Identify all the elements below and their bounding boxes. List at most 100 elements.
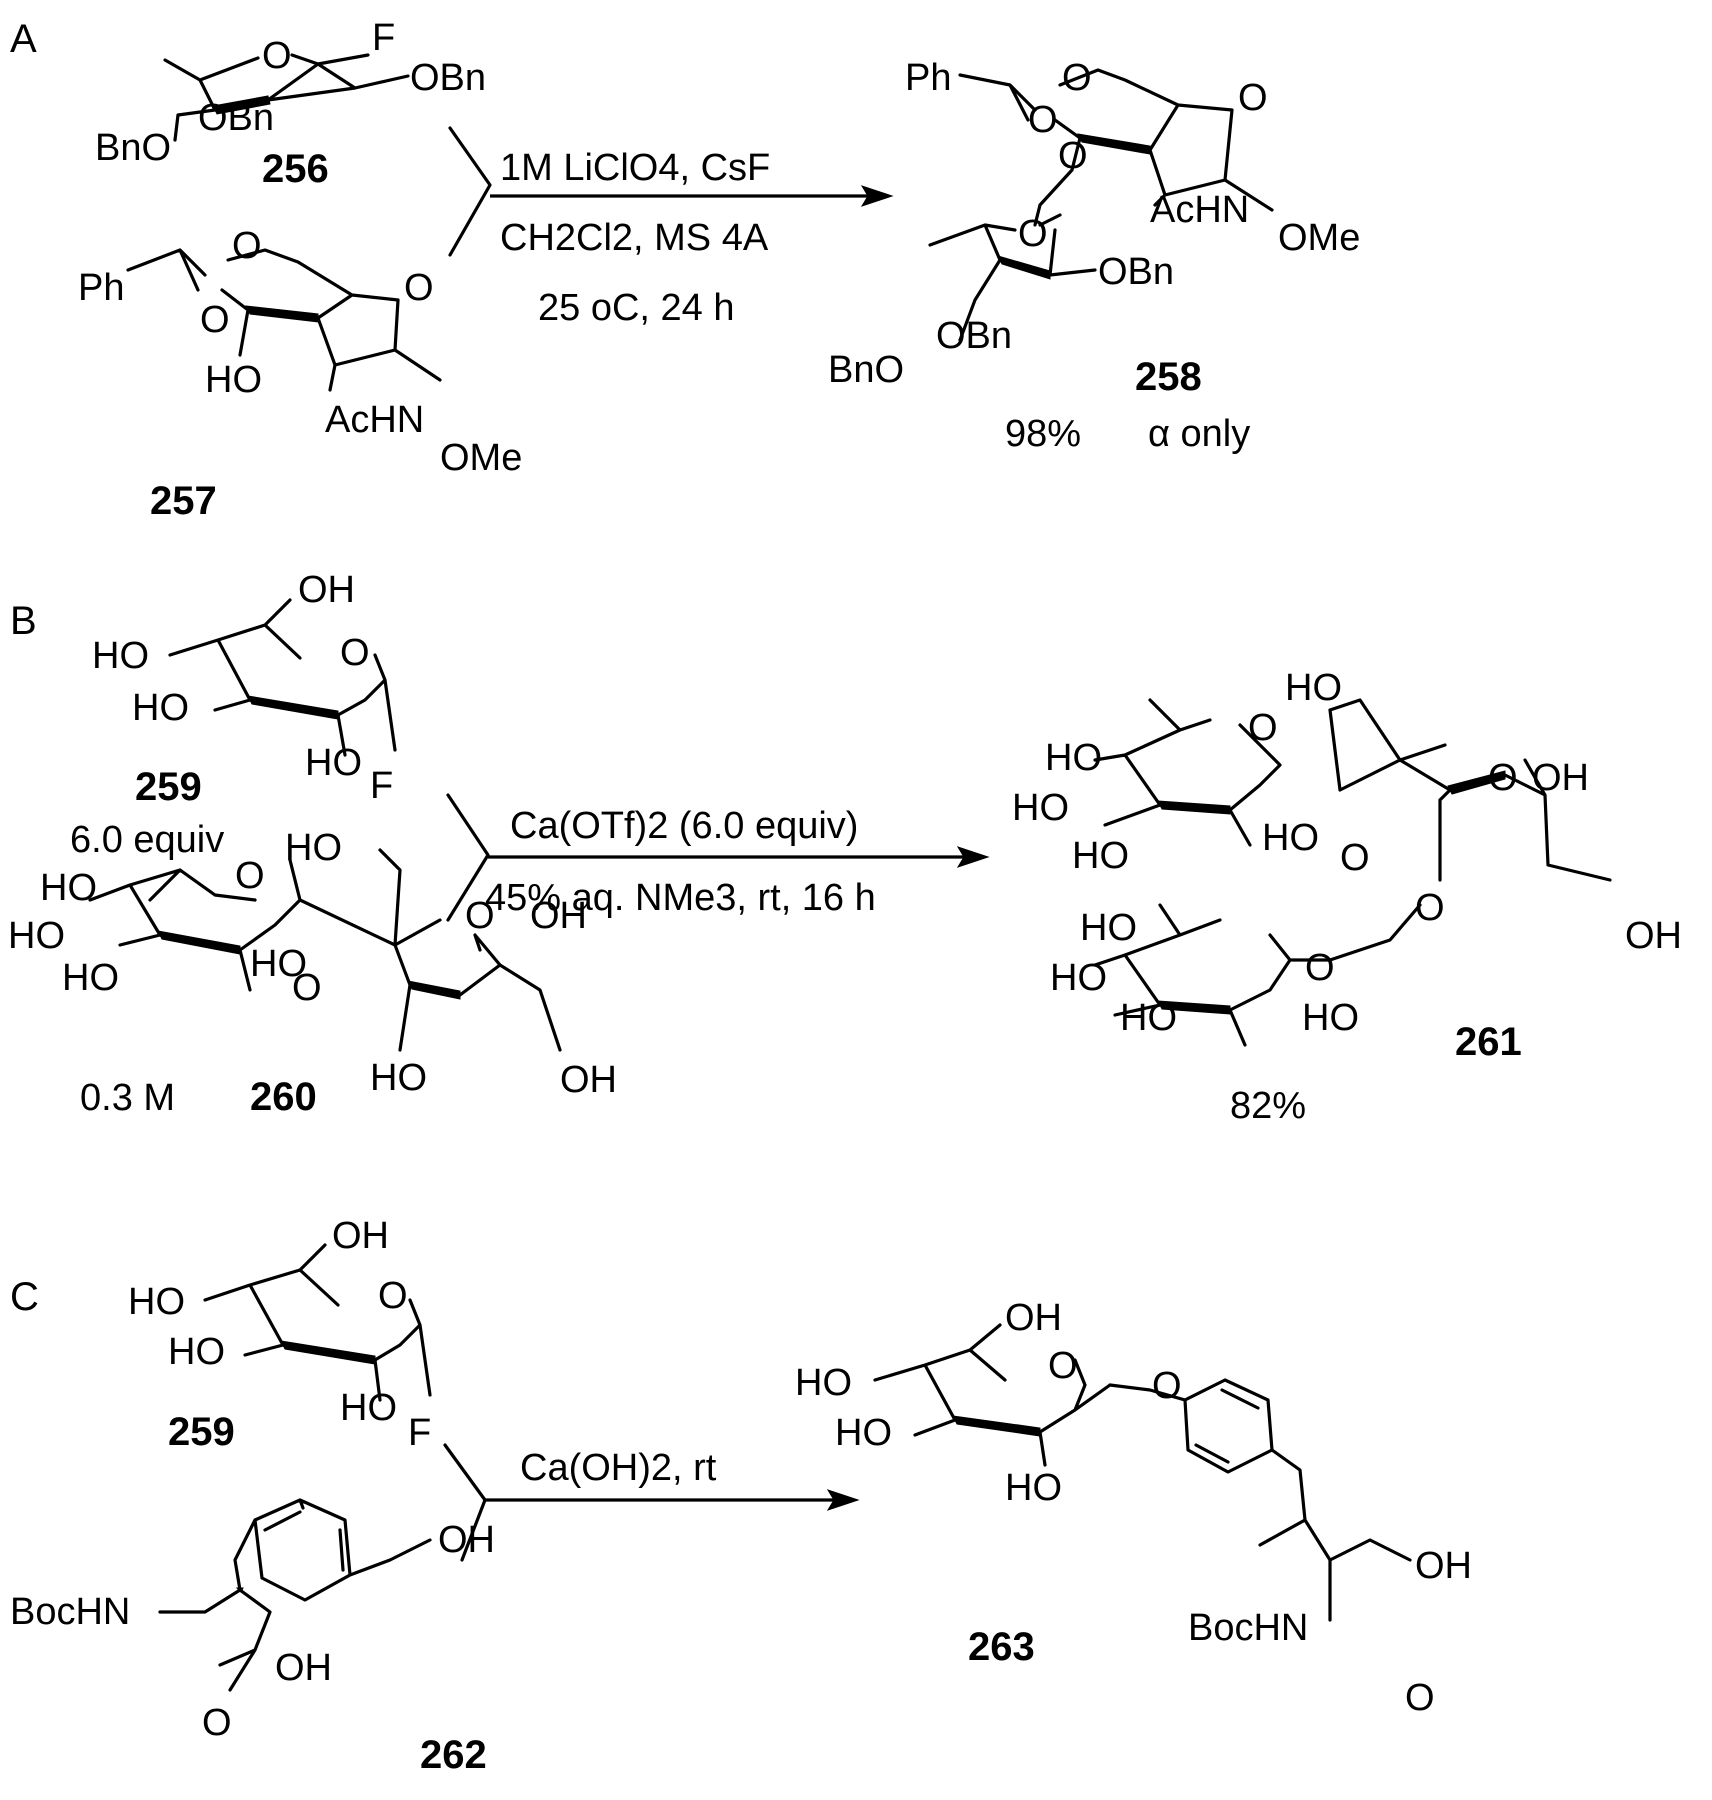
ring-oxygen-label: O: [340, 632, 370, 674]
hydroxyl-label: HO: [795, 1362, 852, 1404]
hydroxyl-label: HO: [205, 359, 262, 401]
acetamido-label: AcHN: [1150, 189, 1249, 231]
carbonyl-oxygen-label: O: [202, 1702, 232, 1744]
condition-line: 1M LiClO4, CsF: [500, 147, 770, 189]
compound-257-structure: Ph O O O HO AcHN OMe: [78, 225, 522, 479]
concentration-text: 0.3 M: [80, 1077, 175, 1119]
hydroxyl-label: HO: [1045, 737, 1102, 779]
ring-oxygen-label: O: [262, 35, 292, 77]
obn-label: OBn: [936, 315, 1012, 357]
selectivity-text: α only: [1148, 413, 1250, 455]
ring-oxygen-label: O: [404, 267, 434, 309]
hydroxyl-label: OH: [530, 895, 587, 937]
compound-260-structure: HO O HO HO HO HO O O OH HO OH: [8, 827, 617, 1101]
compound-number-261: 261: [1455, 1020, 1522, 1064]
bno-label: BnO: [95, 127, 171, 169]
ring-oxygen-label: O: [235, 855, 265, 897]
hydroxyl-label: OH: [560, 1059, 617, 1101]
equiv-text: 6.0 equiv: [70, 819, 224, 861]
boc-amine-label: BocHN: [1188, 1607, 1308, 1649]
acetal-oxygen-label: O: [232, 225, 262, 267]
hydroxyl-label: HO: [1080, 907, 1137, 949]
obn-label: OBn: [410, 57, 486, 99]
hydroxyl-label: OH: [1625, 915, 1682, 957]
acetamido-label: AcHN: [325, 399, 424, 441]
panel-letter-a: A: [10, 17, 37, 61]
hydroxyl-label: HO: [250, 943, 307, 985]
yield-text: 98%: [1005, 413, 1081, 455]
hydroxyl-label: HO: [92, 635, 149, 677]
ring-oxygen-label: O: [378, 1275, 408, 1317]
condition-line: CH2Cl2, MS 4A: [500, 217, 769, 259]
compound-number-259: 259: [168, 1410, 235, 1454]
hydroxyl-label: HO: [1050, 957, 1107, 999]
hydroxyl-label: OH: [1532, 757, 1589, 799]
compound-258-structure: Ph O O O O AcHN OMe O OBn OBn BnO: [828, 57, 1360, 391]
panel-a: A O F OBn OBn BnO 256 Ph O O O HO AcHN O…: [10, 17, 1360, 523]
compound-259-structure: OH O HO HO HO F: [92, 569, 397, 807]
ring-oxygen-label: O: [465, 895, 495, 937]
glycosidic-oxygen-label: O: [1415, 887, 1445, 929]
ring-oxygen-label: O: [1238, 77, 1268, 119]
ring-oxygen-label: O: [1305, 947, 1335, 989]
acetal-oxygen-label: O: [1028, 99, 1058, 141]
compound-number-259: 259: [135, 765, 202, 809]
hydroxyl-label: HO: [370, 1057, 427, 1099]
glycosidic-oxygen-label: O: [1340, 837, 1370, 879]
compound-number-257: 257: [150, 479, 217, 523]
hydroxyl-label: HO: [1120, 997, 1177, 1039]
boc-amine-label: BocHN: [10, 1591, 130, 1633]
panel-letter-c: C: [10, 1275, 39, 1319]
hydroxyl-label: OH: [332, 1215, 389, 1257]
methoxy-label: OMe: [1278, 217, 1360, 259]
hydroxyl-label: HO: [1072, 835, 1129, 877]
compound-262-structure: BocHN OH OH O: [10, 1498, 495, 1744]
obn-label: OBn: [198, 97, 274, 139]
compound-259-structure: OH O HO HO HO F: [128, 1215, 432, 1454]
hydroxyl-label: HO: [340, 1387, 397, 1429]
methoxy-label: OMe: [440, 437, 522, 479]
compound-261-structure: HO O HO HO HO HO O O OH O OH HO HO HO HO…: [1012, 667, 1682, 1047]
acetal-oxygen-label: O: [1062, 57, 1092, 99]
hydroxyl-label: HO: [1302, 997, 1359, 1039]
hydroxyl-label: OH: [298, 569, 355, 611]
reaction-arrow-a: [448, 126, 894, 257]
hydroxyl-label: HO: [1262, 817, 1319, 859]
compound-256-structure: O F OBn OBn BnO: [95, 17, 486, 169]
condition-line: Ca(OH)2, rt: [520, 1447, 717, 1489]
ring-oxygen-label: O: [1488, 757, 1518, 799]
hydroxyl-label: OH: [275, 1647, 332, 1689]
hydroxyl-label: OH: [1005, 1297, 1062, 1339]
hydroxyl-label: HO: [1012, 787, 1069, 829]
phenyl-label: Ph: [905, 57, 951, 99]
fluoro-label: F: [372, 17, 395, 59]
hydroxyl-label: HO: [1005, 1467, 1062, 1509]
obn-label: OBn: [1098, 251, 1174, 293]
compound-263-structure: OH O HO HO HO O OH BocHN O: [795, 1297, 1472, 1719]
compound-number-262: 262: [420, 1733, 487, 1777]
condition-line: 25 oC, 24 h: [538, 287, 734, 329]
panel-c: C OH O HO HO HO F 259 BocHN OH OH O 262: [10, 1215, 1472, 1777]
compound-number-258: 258: [1135, 355, 1202, 399]
hydroxyl-label: HO: [305, 742, 362, 784]
hydroxyl-label: HO: [285, 827, 342, 869]
condition-line: 45% aq. NMe3, rt, 16 h: [485, 877, 876, 919]
hydroxyl-label: HO: [128, 1281, 185, 1323]
reaction-arrow-b: [446, 793, 990, 922]
glycosidic-oxygen-label: O: [292, 967, 322, 1009]
compound-number-256: 256: [262, 147, 329, 191]
carbonyl-oxygen-label: O: [1405, 1677, 1435, 1719]
panel-b: B OH O HO HO HO F 259 6.0 equiv HO O HO …: [8, 569, 1682, 1127]
hydroxyl-label: HO: [1285, 667, 1342, 709]
compound-number-260: 260: [250, 1075, 317, 1119]
reaction-arrow-c: [443, 1443, 860, 1562]
hydroxyl-label: HO: [132, 687, 189, 729]
compound-number-263: 263: [968, 1625, 1035, 1669]
fluoro-label: F: [408, 1412, 431, 1454]
hydroxyl-label: HO: [168, 1331, 225, 1373]
hydroxyl-label: HO: [62, 957, 119, 999]
hydroxyl-label: HO: [40, 867, 97, 909]
hydroxyl-label: HO: [835, 1412, 892, 1454]
